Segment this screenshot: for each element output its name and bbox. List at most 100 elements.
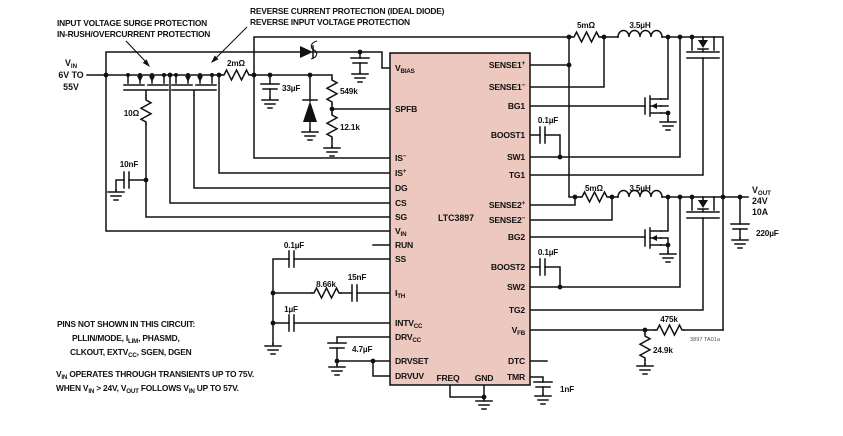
ic-right-pin-labels: SENSE1+ SENSE1− BG1 BOOST1 SW1 TG1 SENSE… [489,60,526,382]
pin-label-tg2: TG2 [509,305,526,315]
bg1-wire [529,36,669,121]
pin-label-boost2: BOOST2 [491,262,526,272]
vin-range-2: 55V [63,82,79,92]
pin-label-tg1: TG1 [509,170,526,180]
label-2mohm: 2mΩ [227,59,246,68]
label-475k: 475k [660,315,678,324]
tg1-wire [529,57,704,176]
pin-label-intvcc: INTVCC [395,318,423,330]
label-12k1: 12.1k [340,123,360,132]
vfb-wire [529,329,724,365]
ic-bottom-pin-labels: FREQ GND [436,373,493,383]
pin-label-tmr: TMR [507,372,526,382]
clamp-diode-wire [302,74,318,131]
annotations: INPUT VOLTAGE SURGE PROTECTION IN-RUSH/O… [57,6,445,39]
pin-label-bg2: BG2 [508,232,525,242]
pin-label-is-minus: IS− [395,153,407,163]
ideal-diode-wire [105,51,391,76]
label-24k9: 24.9k [653,346,673,355]
pin-label-cs: CS [395,198,407,208]
pin-label-drvset: DRVSET [395,356,429,366]
pin-label-sense2p: SENSE2+ [489,200,526,210]
clamp-diode-icon [303,101,317,122]
component-labels: 2mΩ 10Ω 10nF 33µF 549k 12.1k 0.1µF 8.66k… [120,21,779,394]
label-5mohm-1: 5mΩ [577,21,596,30]
ic-name: LTC3897 [438,213,474,223]
label-549k: 549k [340,87,358,96]
pin-label-vbias: VBIAS [395,63,415,75]
pin-label-boost1: BOOST1 [491,130,526,140]
sw2-wire [529,196,681,288]
pin-label-drvuv: DRVUV [395,371,424,381]
gate-cap-wire [115,179,147,191]
label-1nf: 1nF [560,385,574,394]
pin-label-ss: SS [395,254,407,264]
footnotes: PINS NOT SHOWN IN THIS CIRCUIT: PLLIN/MO… [56,319,254,395]
junction-dots [103,34,743,400]
figure-id: 3897 TA01a [690,337,721,343]
label-10ohm: 10Ω [124,109,140,118]
label-4uf7: 4.7µF [352,345,372,354]
note-line1: PINS NOT SHOWN IN THIS CIRCUIT: [57,319,195,329]
pin-label-sense1p: SENSE1+ [489,60,526,70]
label-33uf: 33µF [282,84,300,93]
annotation-leaders [125,26,248,67]
ic-left-pin-labels: VBIAS SPFB IS− IS+ DG CS SG VIN RUN SS I… [395,63,430,381]
vout-volts: 24V [752,196,768,206]
pin-label-drvcc: DRVCC [395,332,422,344]
bg2-wire [529,196,669,253]
tmr-wire [529,376,544,395]
output-terminal-label: VOUT 24V 10A [752,185,771,217]
pin-label-run: RUN [395,240,413,250]
ss-wire [272,258,391,345]
boost1-wire [529,134,561,158]
input-terminal-label: VIN 6V TO 55V [58,58,83,92]
note-line3: CLKOUT, EXTVCC, SGEN, DGEN [70,347,192,359]
note-line2: PLLIN/MODE, ILIM, PHASMD, [72,333,180,345]
pin-label-sw1: SW1 [507,152,525,162]
note-line4: VIN OPERATES THROUGH TRANSIENTS UP TO 75… [56,369,254,381]
sw1-wire [529,36,681,158]
label-3uh5-2: 3.5µH [629,184,650,193]
vin-label: VIN [65,58,78,70]
pin-label-sg: SG [395,212,408,222]
pin-label-gnd: GND [475,373,494,383]
annotation-reverse-line1: REVERSE CURRENT PROTECTION (IDEAL DIODE) [250,6,445,16]
pin-label-freq: FREQ [436,373,460,383]
dg-wire [193,94,391,189]
label-10nf: 10nF [120,160,139,169]
pin-label-dg: DG [395,183,408,193]
drvset-drvuv-wire [336,360,391,377]
sense1m-wire [529,36,605,88]
pin-label-is-plus: IS+ [395,168,407,178]
power-stage-wires [529,36,749,395]
tg2-wire [529,217,704,311]
sense2m-wire [529,196,613,221]
ism-wire [253,74,391,159]
label-boost1-cap: 0.1µF [538,116,558,125]
annotation-surge-line1: INPUT VOLTAGE SURGE PROTECTION [57,18,207,28]
pin-label-vin: VIN [395,226,407,238]
label-15nf: 15nF [348,273,367,282]
label-ss-cap: 0.1µF [284,241,304,250]
pin-label-ith: ITH [395,288,406,300]
vout-label: VOUT [752,185,771,197]
isp-wire [218,74,391,174]
label-boost2-cap: 0.1µF [538,248,558,257]
label-220uf: 220µF [756,229,779,238]
boost2-wire [529,266,561,288]
vin-pin-wire [105,74,391,232]
top-rail-wire [253,36,573,76]
pin-label-spfb: SPFB [395,104,417,114]
label-1uf: 1µF [284,305,298,314]
pin-label-sw2: SW2 [507,282,525,292]
vout-amps: 10A [752,207,769,217]
label-5mohm-2: 5mΩ [585,184,604,193]
ideal-diode-icon [300,40,318,60]
pin-label-sense1m: SENSE1− [489,82,526,92]
note-line5: WHEN VIN > 24V, VOUT FOLLOWS VIN UP TO 5… [56,383,239,395]
annotation-surge-line2: IN-RUSH/OVERCURRENT PROTECTION [57,29,210,39]
sense2p-wire [529,196,576,206]
